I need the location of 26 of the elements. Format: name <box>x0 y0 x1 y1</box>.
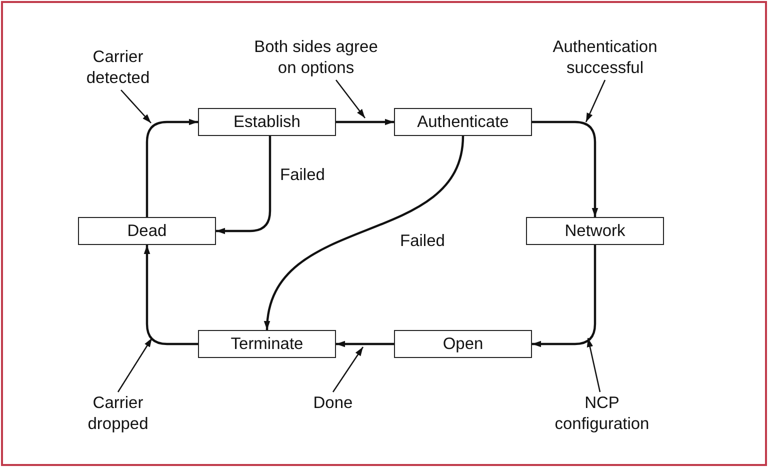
arrow <box>336 118 394 126</box>
annotation-text: Authentication successful <box>530 36 680 80</box>
leader-line <box>585 80 606 122</box>
state-box: Authenticate <box>394 108 532 136</box>
annotation-text: Carrier dropped <box>68 392 168 436</box>
annotation-text: Both sides agree on options <box>246 36 386 80</box>
state-box: Dead <box>78 217 216 245</box>
state-box: Open <box>394 330 532 358</box>
annotation-text: Carrier detected <box>68 46 168 90</box>
arrow <box>532 120 598 217</box>
arrow <box>144 245 198 346</box>
leader-line <box>586 338 601 392</box>
arrow <box>146 118 198 217</box>
arrow <box>216 136 272 234</box>
leader-line <box>335 80 366 118</box>
state-box: Network <box>526 217 664 245</box>
state-box: Terminate <box>198 330 336 358</box>
arrow <box>336 340 394 348</box>
leader-line <box>117 338 153 392</box>
annotation-text: Done <box>303 392 363 416</box>
arrow <box>532 245 596 348</box>
leader-line <box>120 90 152 124</box>
leader-line <box>332 346 364 392</box>
arrow <box>265 136 464 330</box>
state-box: Establish <box>198 108 336 136</box>
annotation-text: NCP configuration <box>547 392 657 436</box>
